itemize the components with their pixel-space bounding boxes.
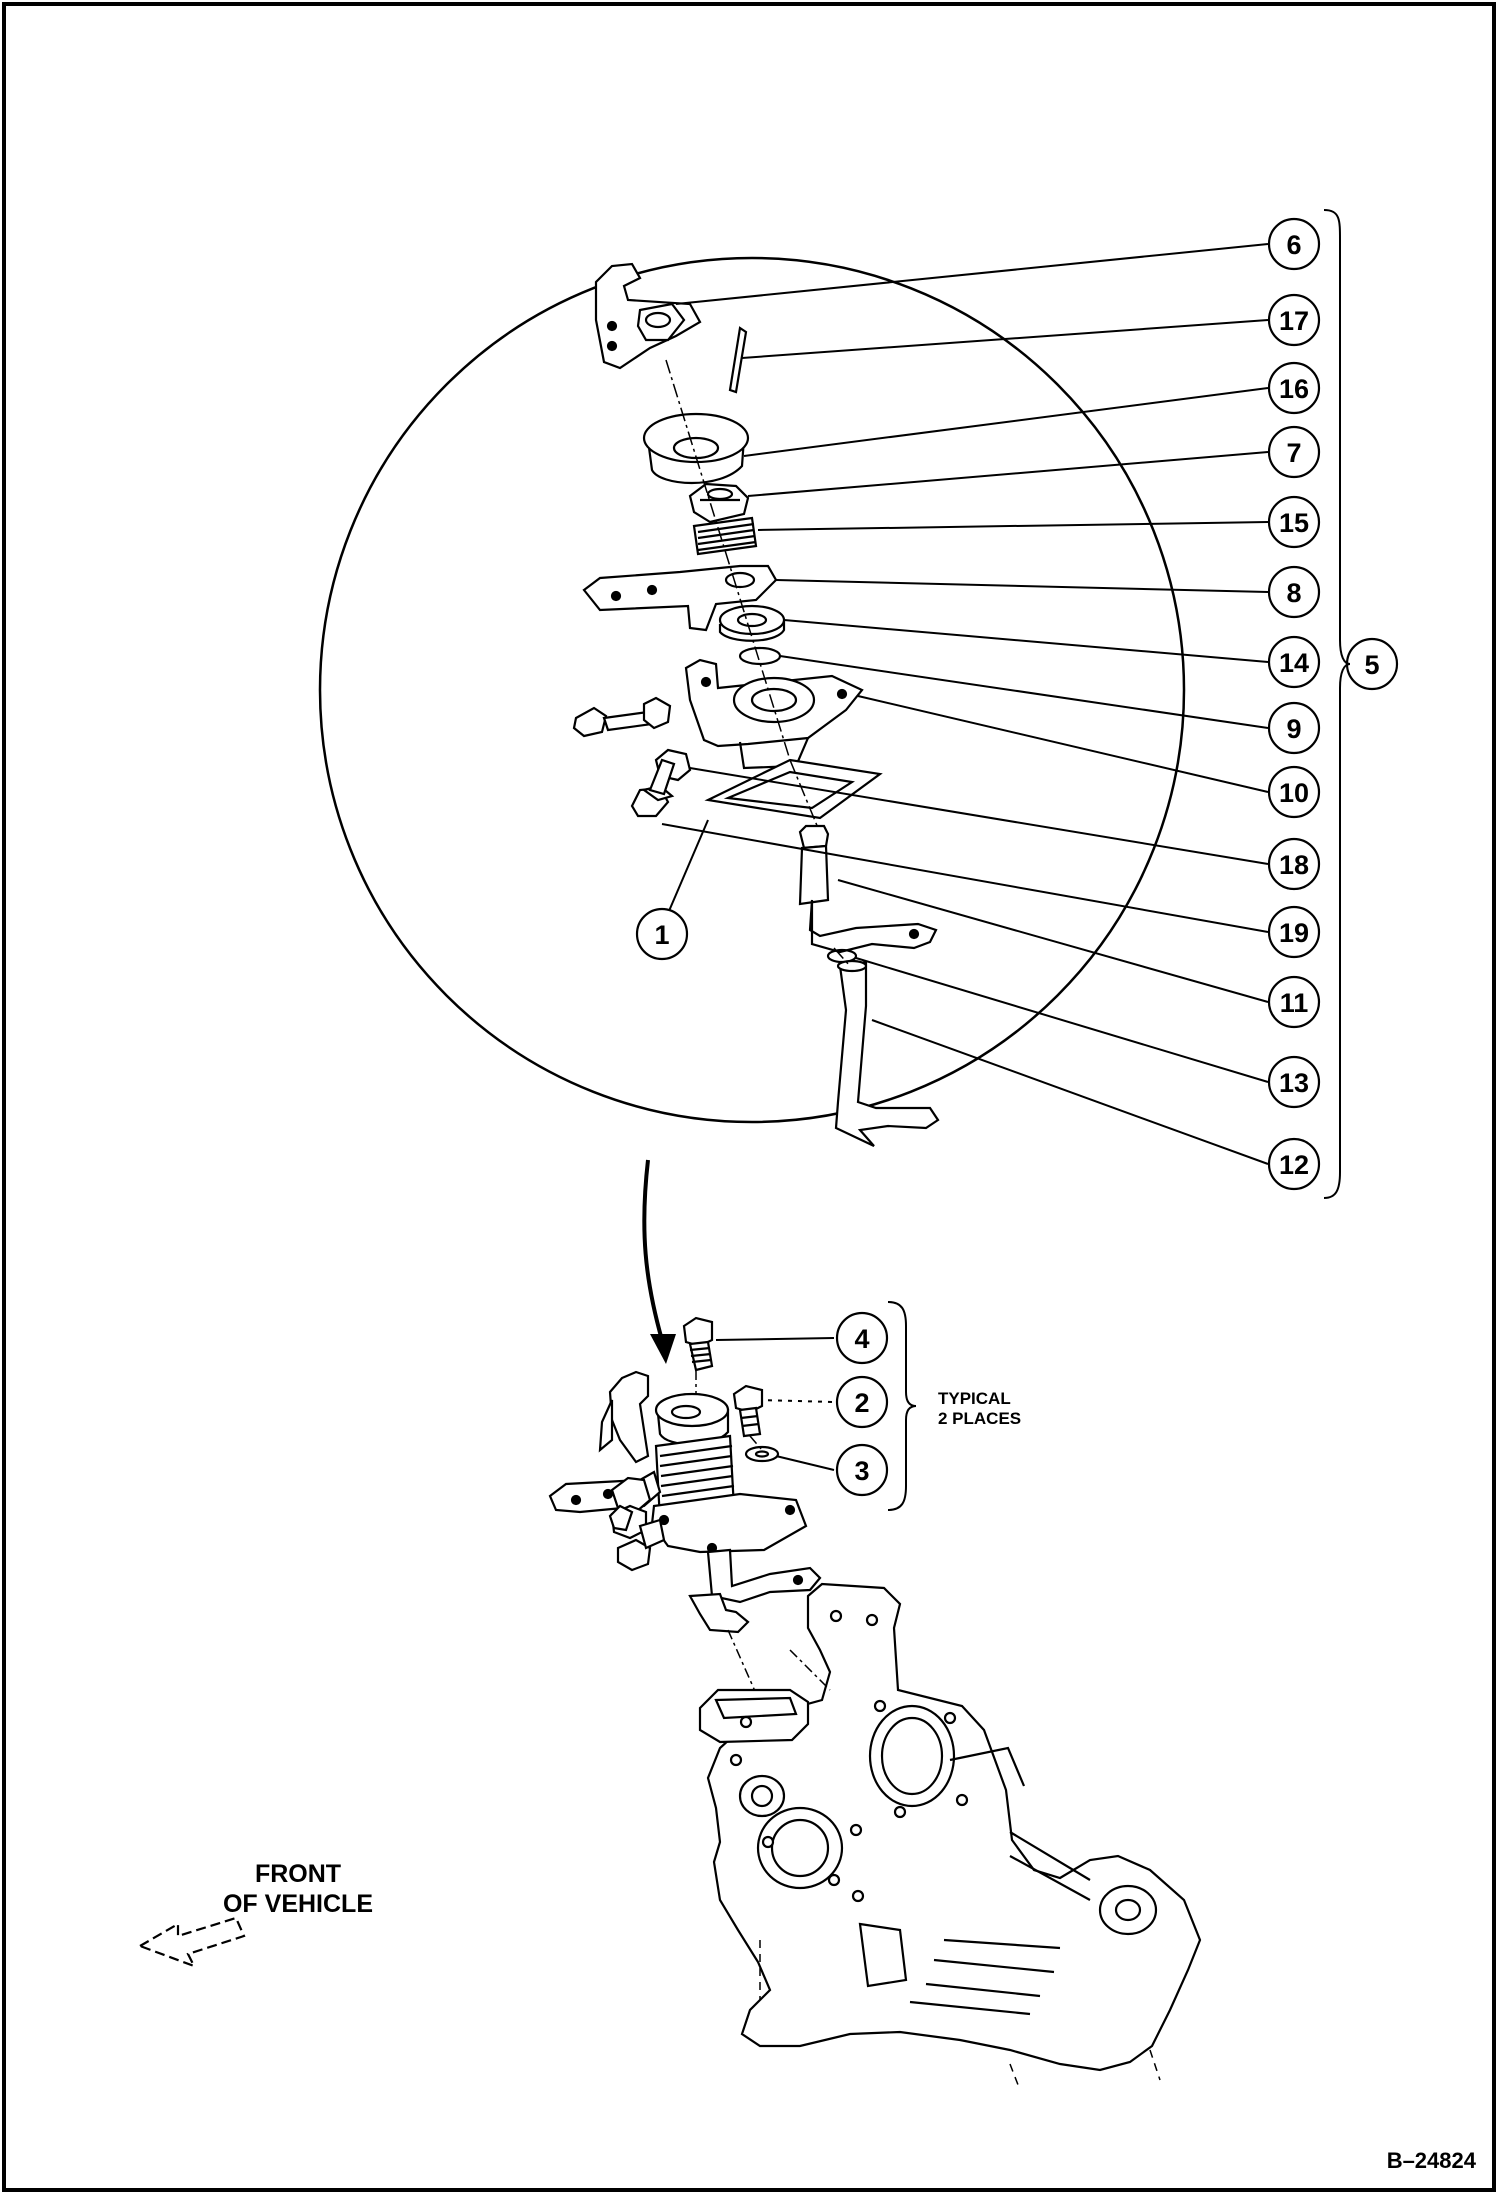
callout-15: 15 bbox=[1279, 508, 1309, 538]
o-ring-part bbox=[738, 646, 782, 666]
callout-18: 18 bbox=[1279, 850, 1309, 880]
typical-note-line2: 2 PLACES bbox=[938, 1409, 1021, 1428]
detail-circle bbox=[318, 256, 1186, 1124]
front-label-line1: FRONT bbox=[255, 1860, 341, 1888]
callout-8: 8 bbox=[1286, 578, 1301, 608]
transmission-housing bbox=[698, 1582, 1202, 2091]
bracket-part bbox=[594, 262, 702, 370]
callout-9: 9 bbox=[1286, 714, 1301, 744]
callout-4: 4 bbox=[854, 1324, 869, 1354]
callout-16: 16 bbox=[1279, 374, 1309, 404]
callout-14: 14 bbox=[1279, 648, 1309, 678]
main-shaft bbox=[834, 959, 940, 1147]
callout-10: 10 bbox=[1279, 778, 1309, 808]
callout-11: 11 bbox=[1280, 988, 1309, 1018]
callout-7: 7 bbox=[1286, 438, 1301, 468]
housing-part bbox=[684, 658, 864, 770]
callout-6: 6 bbox=[1286, 230, 1301, 260]
lever-arm bbox=[582, 564, 778, 632]
bolt-and-nut bbox=[572, 696, 672, 738]
group-bracket-5 bbox=[1323, 209, 1351, 1199]
exploded-parts bbox=[572, 262, 940, 1147]
callout-17: 17 bbox=[1279, 306, 1309, 336]
callout-2: 2 bbox=[854, 1388, 869, 1418]
callout-numbers: 6 17 16 7 15 8 14 9 10 18 19 11 13 12 5 … bbox=[654, 230, 1379, 1486]
centerline bbox=[665, 359, 851, 967]
detail-arrow bbox=[642, 1159, 676, 1364]
cap-part bbox=[642, 412, 750, 484]
callout-12: 12 bbox=[1279, 1150, 1309, 1180]
callout-leaders bbox=[661, 243, 1269, 1471]
front-label-line2: OF VEHICLE bbox=[223, 1890, 373, 1918]
callout-1: 1 bbox=[654, 920, 669, 950]
callout-5: 5 bbox=[1364, 650, 1379, 680]
front-arrow-icon bbox=[137, 1916, 246, 1968]
nut-part bbox=[688, 482, 750, 524]
shaft-lever bbox=[798, 824, 938, 954]
assembled-unit bbox=[548, 1316, 822, 1699]
group-bracket-typical bbox=[887, 1301, 917, 1511]
typical-note-line1: TYPICAL bbox=[938, 1389, 1011, 1408]
callout-19: 19 bbox=[1279, 918, 1309, 948]
roll-pin bbox=[728, 326, 748, 394]
callout-3: 3 bbox=[854, 1456, 869, 1486]
callout-13: 13 bbox=[1279, 1068, 1309, 1098]
figure-id: B–24824 bbox=[1387, 2148, 1477, 2173]
mounting-bolt bbox=[630, 758, 676, 818]
callout-bubbles bbox=[635, 217, 1399, 1497]
spring-part bbox=[692, 516, 758, 556]
